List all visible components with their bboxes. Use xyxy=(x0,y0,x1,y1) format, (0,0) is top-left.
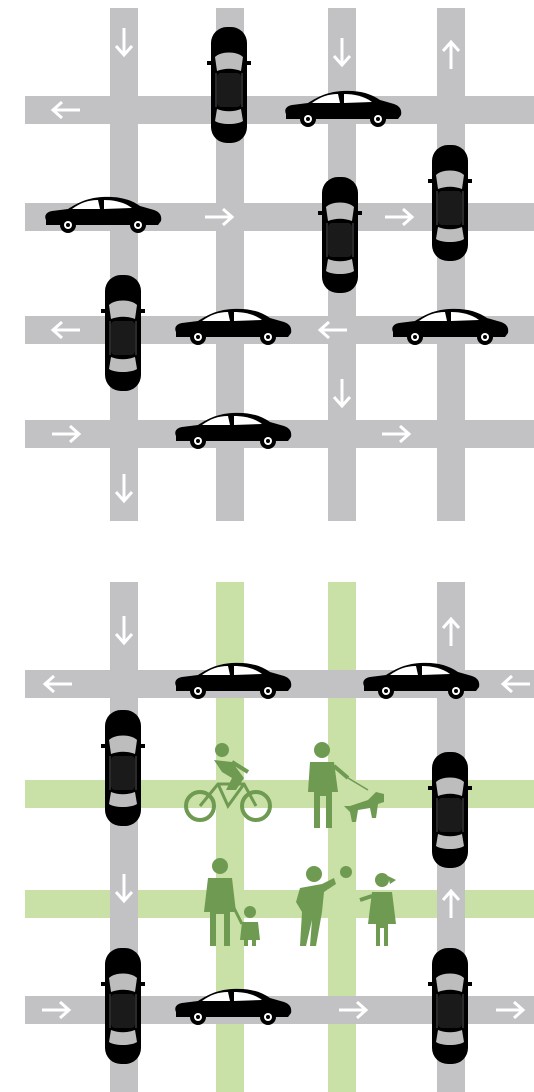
car-top-view-icon xyxy=(207,27,251,143)
car-top-view-icon xyxy=(101,275,145,391)
car-top-view-icon xyxy=(101,948,145,1064)
car-top-view-icon xyxy=(428,145,472,261)
car-top-view-icon xyxy=(428,752,472,868)
vertical-street xyxy=(110,8,138,521)
car-top-view-icon xyxy=(428,948,472,1064)
top-street-grid xyxy=(25,8,534,521)
vertical-street xyxy=(437,8,465,521)
car-top-view-icon xyxy=(318,177,362,293)
car-top-view-icon xyxy=(101,710,145,826)
